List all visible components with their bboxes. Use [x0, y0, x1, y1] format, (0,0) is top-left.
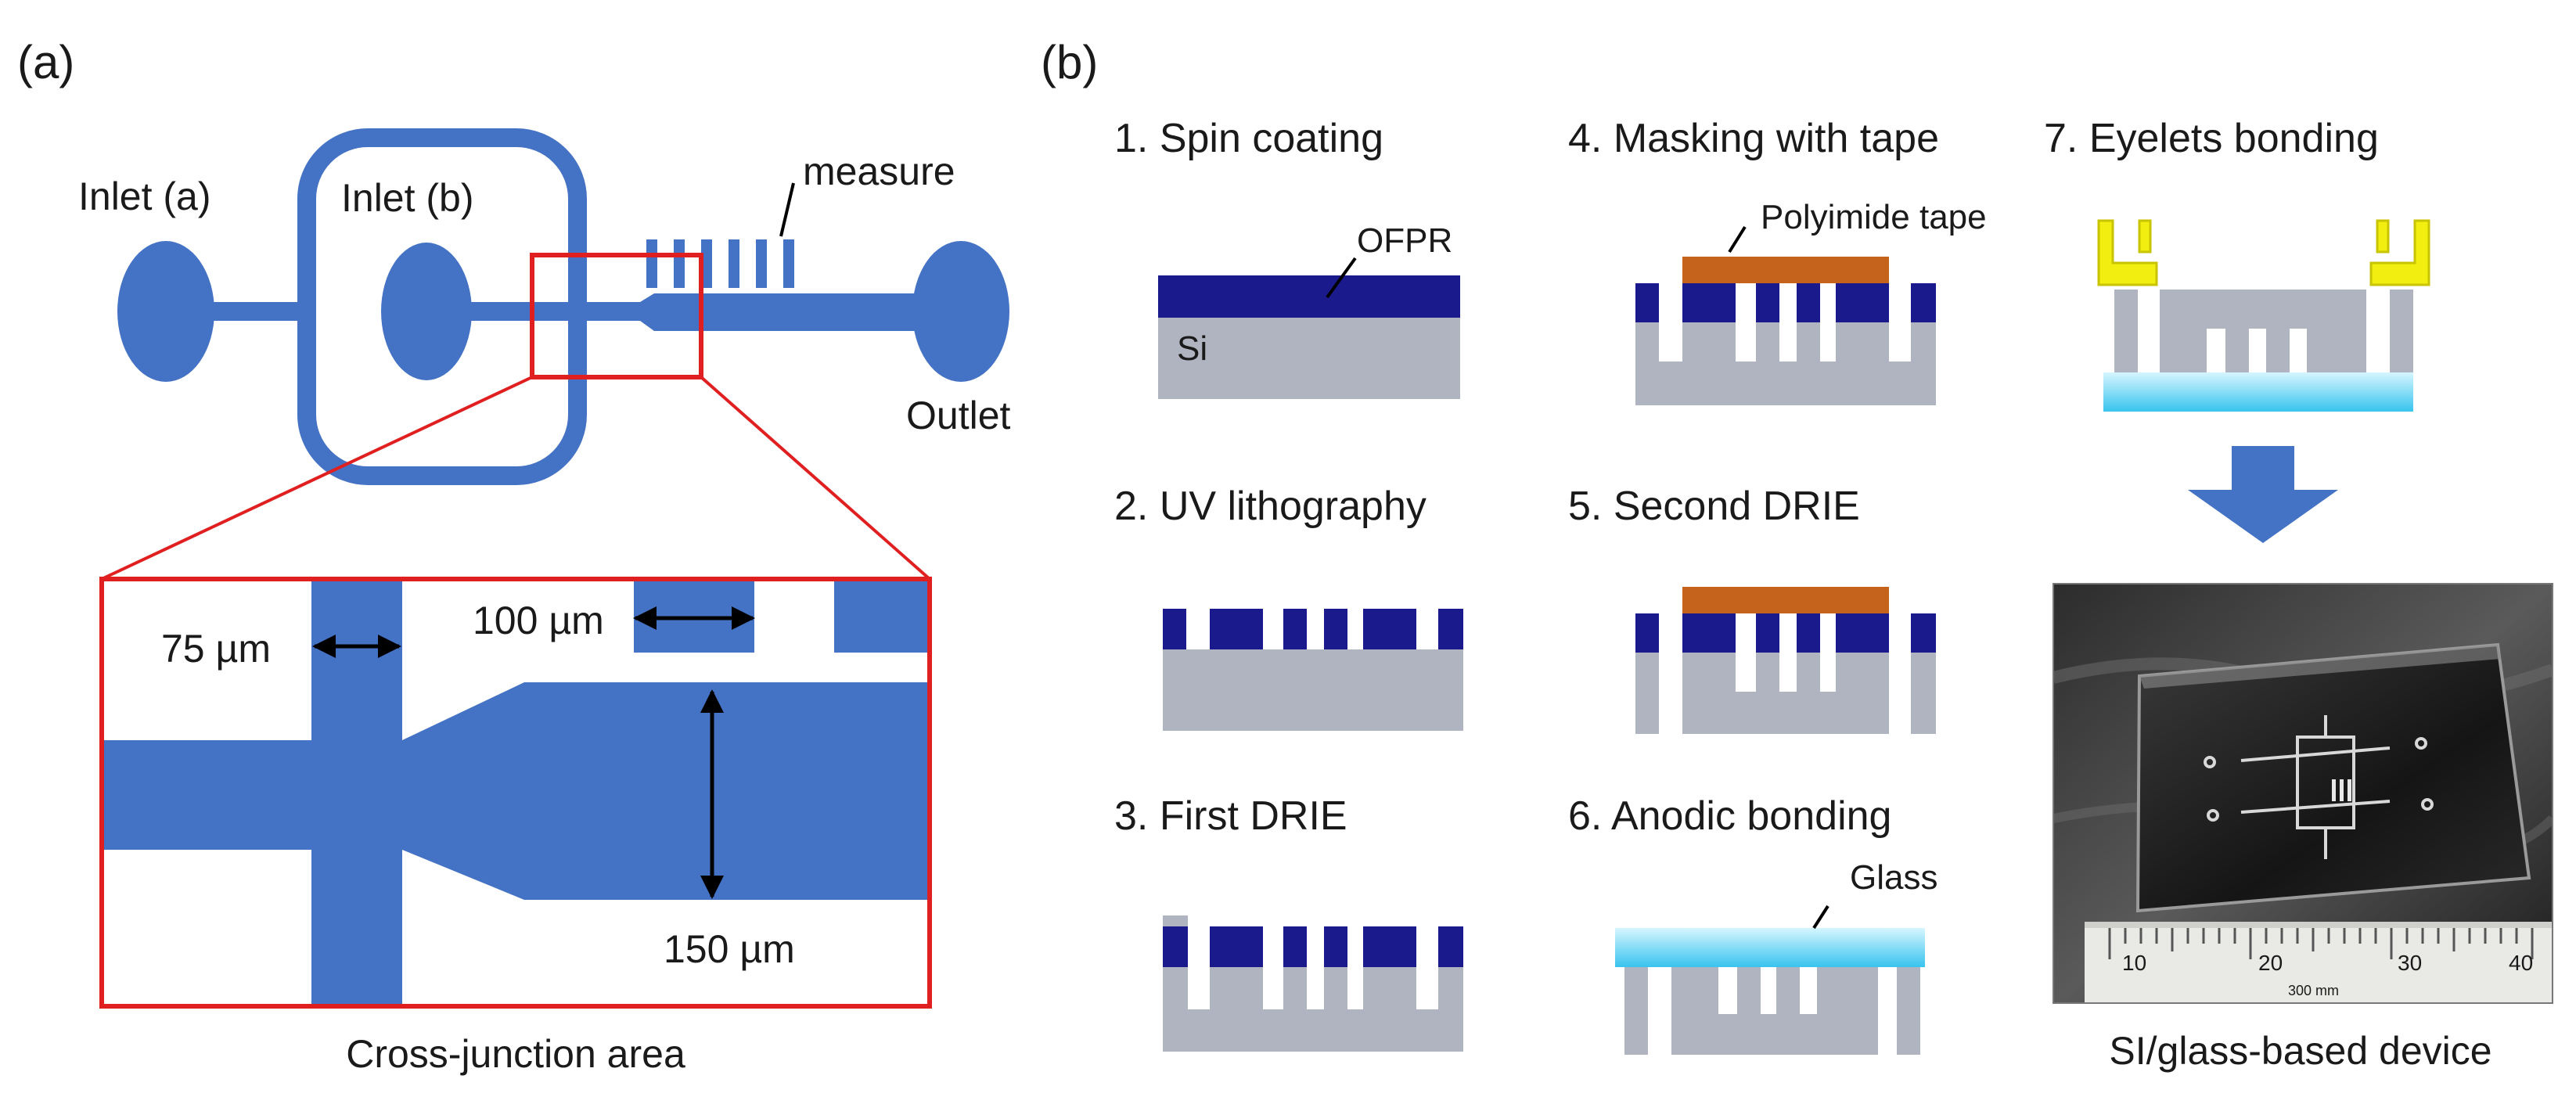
step-7-diagram [2097, 219, 2430, 412]
measure-tick [729, 239, 739, 288]
zoom-selection-box [530, 253, 703, 379]
step-2-diagram [1163, 609, 1463, 731]
step-4-diagram [1635, 225, 1936, 405]
measure-tick [756, 239, 767, 288]
zoom-line-left [101, 376, 533, 581]
measure-tick [646, 239, 657, 288]
measure-leader-line [779, 182, 795, 237]
outlet-reservoir [912, 241, 1009, 382]
inlet-b-reservoir [381, 243, 472, 380]
cross-junction-zoom [99, 577, 932, 1009]
outlet-label: Outlet [906, 394, 1011, 437]
cross-junction-caption: Cross-junction area [346, 1032, 685, 1076]
step-6-title: 6. Anodic bonding [1568, 793, 1891, 839]
step-6-diagram [1615, 905, 1925, 1055]
step-5-title: 5. Second DRIE [1568, 484, 1860, 529]
dim-150-label: 150 µm [664, 927, 795, 971]
measure-label: measure [803, 149, 955, 193]
inlet-a-label: Inlet (a) [78, 174, 211, 218]
ofpr-label: OFPR [1357, 221, 1452, 260]
ruler-label-20: 20 [2258, 951, 2283, 975]
panel-a-label: (a) [17, 36, 74, 88]
glass-label: Glass [1850, 858, 1937, 897]
microfluidic-chip-layout [117, 128, 1009, 485]
si-label: Si [1177, 329, 1207, 368]
device-photo: 10 20 30 40 300 mm [2053, 583, 2553, 1004]
step-5-diagram [1635, 587, 1936, 734]
step-2-title: 2. UV lithography [1114, 484, 1427, 529]
inlet-a-channel [205, 302, 307, 321]
device-photo-caption: SI/glass-based device [2109, 1029, 2491, 1073]
zoom-frame [99, 577, 932, 1009]
step-3-title: 3. First DRIE [1114, 793, 1347, 839]
ruler-label-40: 40 [2509, 951, 2533, 975]
measure-tick [674, 239, 685, 288]
inlet-b-channel [466, 302, 616, 321]
dim-75-label: 75 µm [161, 627, 271, 671]
step-1-title: 1. Spin coating [1114, 116, 1383, 161]
result-arrow [2188, 446, 2338, 543]
step-7-title: 7. Eyelets bonding [2044, 116, 2379, 161]
inlet-b-label: Inlet (b) [341, 176, 474, 220]
zoom-line-right [700, 376, 931, 581]
dim-100-label: 100 µm [473, 599, 604, 642]
step-3-diagram [1163, 915, 1463, 1052]
polyimide-tape-label: Polyimide tape [1761, 198, 1987, 236]
main-channel [616, 293, 923, 331]
step-1-diagram [1158, 257, 1460, 399]
ruler-label-10: 10 [2122, 951, 2146, 975]
step-4-title: 4. Masking with tape [1568, 116, 1939, 161]
ruler-label-30: 30 [2398, 951, 2422, 975]
panel-b-label: (b) [1041, 36, 1098, 88]
ruler-unit: 300 mm [2288, 983, 2339, 998]
inlet-a-reservoir [117, 241, 214, 382]
measure-tick [701, 239, 712, 288]
measure-tick [783, 239, 794, 288]
